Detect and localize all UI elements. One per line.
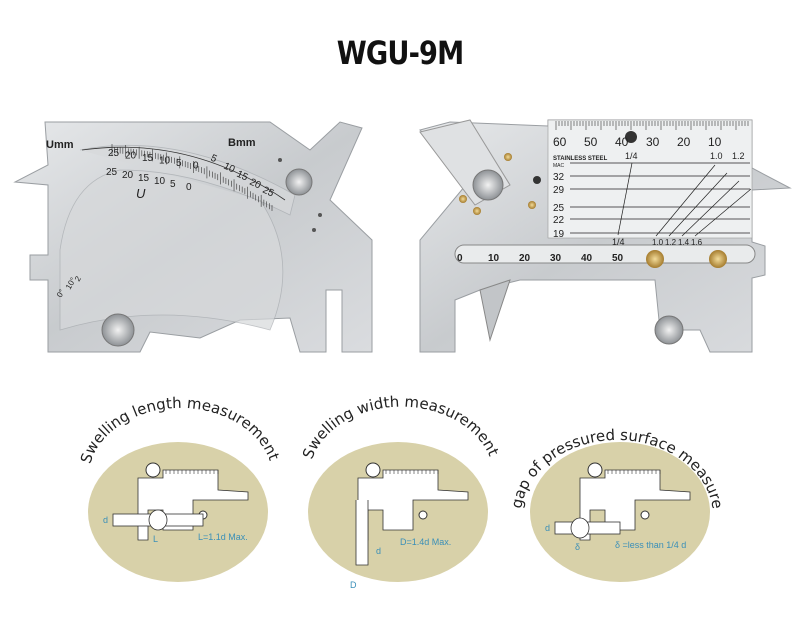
dimension-label: δ <box>575 542 580 552</box>
formula-note: L=1.1d Max. <box>198 532 248 542</box>
product-title: WGU-9M <box>336 34 464 72</box>
b-scale-label: 10 <box>222 161 237 176</box>
u-mm-label: Umm <box>46 139 74 151</box>
top-scale-label: 50 <box>584 135 598 149</box>
upper-scale-label: 25 <box>108 148 120 159</box>
vertical-scale-label: 29 <box>553 185 565 196</box>
ratio-top-label: 1.0 <box>710 151 723 161</box>
lower-scale-label: 10 <box>154 176 166 187</box>
vertical-scale-label: 25 <box>553 203 565 214</box>
upper-scale-label: 10 <box>159 156 171 167</box>
lower-scale-label: 15 <box>138 173 150 184</box>
dimension-label: d <box>376 546 381 556</box>
bottom-scale-label: 0 <box>457 253 463 264</box>
mac-label: MAC <box>553 163 565 169</box>
dimension-label: d <box>545 523 550 533</box>
adjust-knob-icon <box>285 168 313 196</box>
fraction-bottom: 1/4 <box>612 237 625 247</box>
top-scale-label: 60 <box>553 135 567 149</box>
formula-note: D=1.4d Max. <box>400 537 451 547</box>
dimension-label: D <box>350 580 357 590</box>
ratio-bottom-label: 1.4 <box>678 238 690 247</box>
upper-scale-label: 15 <box>142 153 154 164</box>
vertical-scale-label: 22 <box>553 215 565 226</box>
fraction-top: 1/4 <box>625 151 638 161</box>
bottom-scale-label: 50 <box>612 253 624 264</box>
lock-knob-icon <box>654 315 684 345</box>
bottom-scale-label: 20 <box>519 253 531 264</box>
lower-scale-label: 0 <box>186 182 192 193</box>
ratio-bottom-label: 1.6 <box>691 238 703 247</box>
brass-pin-icon <box>646 250 664 268</box>
pivot-knob-icon <box>101 313 135 347</box>
vertical-scale-label: 19 <box>553 229 565 240</box>
vertical-scale-label: 32 <box>553 172 565 183</box>
ratio-bottom-label: 1.0 <box>652 238 664 247</box>
b-scale-label: 20 <box>248 177 263 192</box>
material-label: STAINLESS STEEL <box>553 156 608 162</box>
bottom-scale-label: 30 <box>550 253 562 264</box>
top-scale-label: 40 <box>615 135 629 149</box>
upper-scale-label: 0 <box>193 161 199 172</box>
upper-scale-label: 5 <box>176 158 182 169</box>
slider-knob-icon <box>472 169 504 201</box>
top-scale-label: 10 <box>708 135 722 149</box>
lower-scale-label: 5 <box>170 179 176 190</box>
brass-pin-icon <box>709 250 727 268</box>
angle-scale-label: 0° <box>55 288 67 299</box>
dimension-label: L <box>153 534 158 544</box>
angle-scale-label: 2 <box>73 274 83 283</box>
formula-note: δ =less than 1/4 d <box>615 540 686 550</box>
u-mark: U <box>136 186 146 201</box>
ratio-top-label: 1.2 <box>732 151 745 161</box>
lower-scale-label: 25 <box>106 167 118 178</box>
screw-icon <box>625 131 637 143</box>
b-scale-label: 25 <box>261 185 276 200</box>
b-scale-label: 15 <box>235 169 250 184</box>
ratio-bottom-label: 1.2 <box>665 238 677 247</box>
b-scale-label: 5 <box>209 153 219 166</box>
top-scale-label: 20 <box>677 135 691 149</box>
upper-scale-label: 20 <box>125 151 137 162</box>
top-scale-label: 30 <box>646 135 660 149</box>
dimension-label: d <box>103 515 108 525</box>
bottom-scale-label: 10 <box>488 253 500 264</box>
lower-scale-label: 20 <box>122 170 134 181</box>
bottom-scale-label: 40 <box>581 253 593 264</box>
b-mm-label: Bmm <box>228 137 256 149</box>
